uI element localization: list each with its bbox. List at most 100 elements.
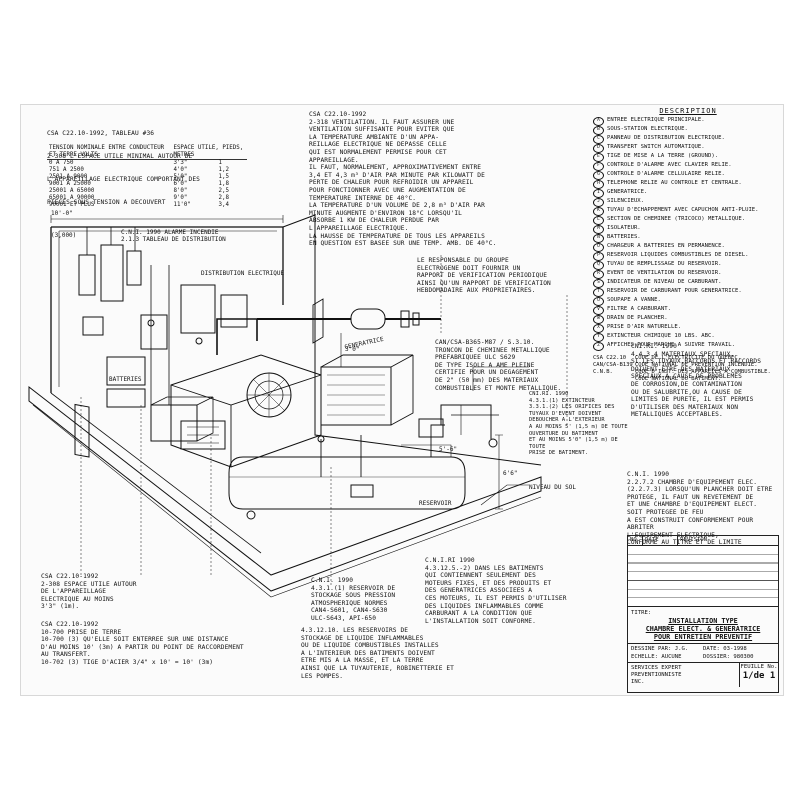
note-line: LIMITES DE PURETE, IL EST PERMIS (631, 396, 754, 404)
legend-text: SOUPAPE A VANNE. (607, 297, 661, 303)
table-cell: 8'0" (173, 188, 188, 194)
legend-text: SILENCIEUX. (607, 198, 645, 204)
ventilation-line: 3,4 ET 4,3 m³ D'AIR PAR MINUTE PAR KILOW… (309, 171, 485, 179)
dim-metric-label: (3,000) (51, 232, 76, 239)
note-line: OUVERTURE DU BATIMENT (529, 430, 599, 437)
legend-key: N (593, 234, 604, 243)
legend-text: RESERVOIR DE CARBURANT POUR GENERATRICE. (607, 288, 742, 294)
table-cell: 1,8 (218, 181, 230, 187)
title-label: TITRE: (631, 610, 652, 616)
note-line: AINSI QUE LA TUYAUTERIE, ROBINETTERIE ET (301, 664, 455, 672)
legend-text: FILTRE A CARBURANT. (607, 306, 671, 312)
legend-key: W (593, 315, 604, 324)
ventilation-line: LA TEMPERATURE AMBIANTE D'UN APPA- (309, 133, 440, 141)
alarm-label: C.N.I. 1990 ALARME INCENDIE (121, 229, 219, 236)
col-revision: REVISION (680, 537, 708, 543)
legend-text: AFFICHES POUR MARCHE A SUIVRE TRAVAIL. (607, 342, 735, 348)
table-cell: 3,4 (218, 202, 230, 208)
legend-text: INDICATEUR DE NIVEAU DE CARBURANT. (607, 279, 722, 285)
code-key: CAN/CSA-B139 (593, 362, 633, 368)
note-line: ULC-S643, API-650 (311, 614, 377, 622)
clearance-ref-title: CSA C22.10-1992, TABLEAU #36 (47, 130, 155, 138)
legend-key: A (593, 117, 604, 126)
note-line: PRISE DE BATIMENT. (529, 450, 589, 457)
generator-label: GENERATRICE (344, 336, 385, 351)
legend-key: M (593, 225, 604, 234)
note-line: DEBOUCHER A L'EXTERIEUR (529, 417, 605, 424)
note-line: COMBUSTIBLES ET MONTE METALLIQUE. (435, 384, 562, 392)
legend-key: R (593, 270, 604, 279)
drawn-by: J.G. (674, 646, 689, 652)
note-line: DOIVENT ETRE DES MATERIAUX (631, 365, 731, 373)
date-value: 03-1998 (723, 646, 747, 652)
title-line: POUR ENTRETIEN PREVENTIF (653, 633, 753, 641)
table-cell: 25001 A 65000 (49, 188, 95, 194)
note-line: L'INSTALLATION SOIT CONFORME. (425, 617, 536, 625)
legend-key: P (593, 252, 604, 261)
note-line: A AU MOINS 5' (1,5 m) DE TOUTE (529, 423, 628, 430)
note-line: 10-700 PRISE DE TERRE (41, 628, 122, 636)
scale-value: AUCUNE (661, 654, 682, 660)
table-cell: 1,2 (218, 167, 230, 173)
table-cell: 11'0" (173, 202, 191, 208)
note-line: QUI CONTIENNENT SEULEMENT DES (425, 572, 536, 580)
note-line: CSA C22.10-1992 (41, 573, 99, 580)
legend-key: E (593, 153, 604, 162)
code-row: C.N.B.CODE D'INST. DES APPAREILS A COMBU… (593, 369, 783, 376)
legend-key: H (593, 180, 604, 189)
drawing-sheet: CSA C22.10-1992, TABLEAU #36 2-308 L'ESP… (20, 104, 784, 696)
ventilation-line: L'APPAREILLAGE ELECTRIQUE. (309, 224, 409, 232)
note-line: PREFABRIQUEE ULC S629 (435, 354, 516, 362)
ground-level-label: NIVEAU DU SOL (529, 484, 576, 491)
floor-slab (28, 385, 542, 592)
note-line: CARBURANT A LA CONDITION QUE (425, 610, 533, 618)
note-line: ET UNE CHAMBRE D'EQUIPEMENT ELECT. (627, 501, 758, 509)
note-line: SPECIAUX A CAUSE DE PROBLEMES (631, 373, 742, 381)
table-cell: 1,5 (218, 174, 230, 180)
table-cell: 0 A 750 (49, 160, 74, 166)
ventilation-line: EN QUESTION EST BASEE SUR UNE TEMP. AMB.… (309, 240, 497, 248)
note-line: CERTIFIE POUR UN DEGAGEMENT (435, 369, 539, 377)
dim-height-label: 6'6" (503, 470, 517, 477)
col-no: NO. (628, 536, 644, 545)
note-line: 4.4.3.4 MATERIAUX SPECIAUX. (631, 350, 735, 358)
legend-text: GENERATRICE. (607, 189, 648, 195)
note-line: PROTEGE, IL FAUT UN REVETEMENT DE (627, 493, 754, 501)
clearance-table: TENSION NOMINALE ENTRE CONDUCTEUR ET TER… (47, 145, 247, 209)
legend-text: DRAIN DE PLANCHER. (607, 315, 668, 321)
ventilation-line: 2-318 VENTILATION. IL FAUT ASSURER UNE (309, 118, 455, 126)
note-line: DES GENERATRICES ASSOCIEES A (425, 587, 533, 595)
note-line: MOTEURS FIXES, ET DES PRODUITS ET (425, 579, 552, 587)
legend-key: V (593, 306, 604, 315)
table-cell: 90001 ET PLUS (49, 202, 95, 208)
legend-text: TUYAU DE REMPLISSAGE DU RESERVOIR. (607, 261, 722, 267)
table-row: 90001 ET PLUS 11'0" 3,4 (47, 202, 247, 209)
note-line: METALLIQUES ACCEPTABLES. (631, 411, 723, 419)
note-line: 3'3" (1m). (41, 603, 80, 611)
date-label: DATE: (703, 646, 720, 652)
ventilation-line: LA HAUSSE DE TEMPERATURE DE TOUS LES APP… (309, 232, 485, 240)
note-line: ELECTROGENE DOIT FOURNIR UN (417, 264, 521, 272)
legend-key: C (593, 135, 604, 144)
ventilation-ref: CSA C22.10-1992 (309, 111, 367, 118)
code-value: CODE NATIONAL DE PREVENTION INCENDIE. (635, 362, 758, 368)
code-key: CSA C22.10 (593, 355, 627, 361)
